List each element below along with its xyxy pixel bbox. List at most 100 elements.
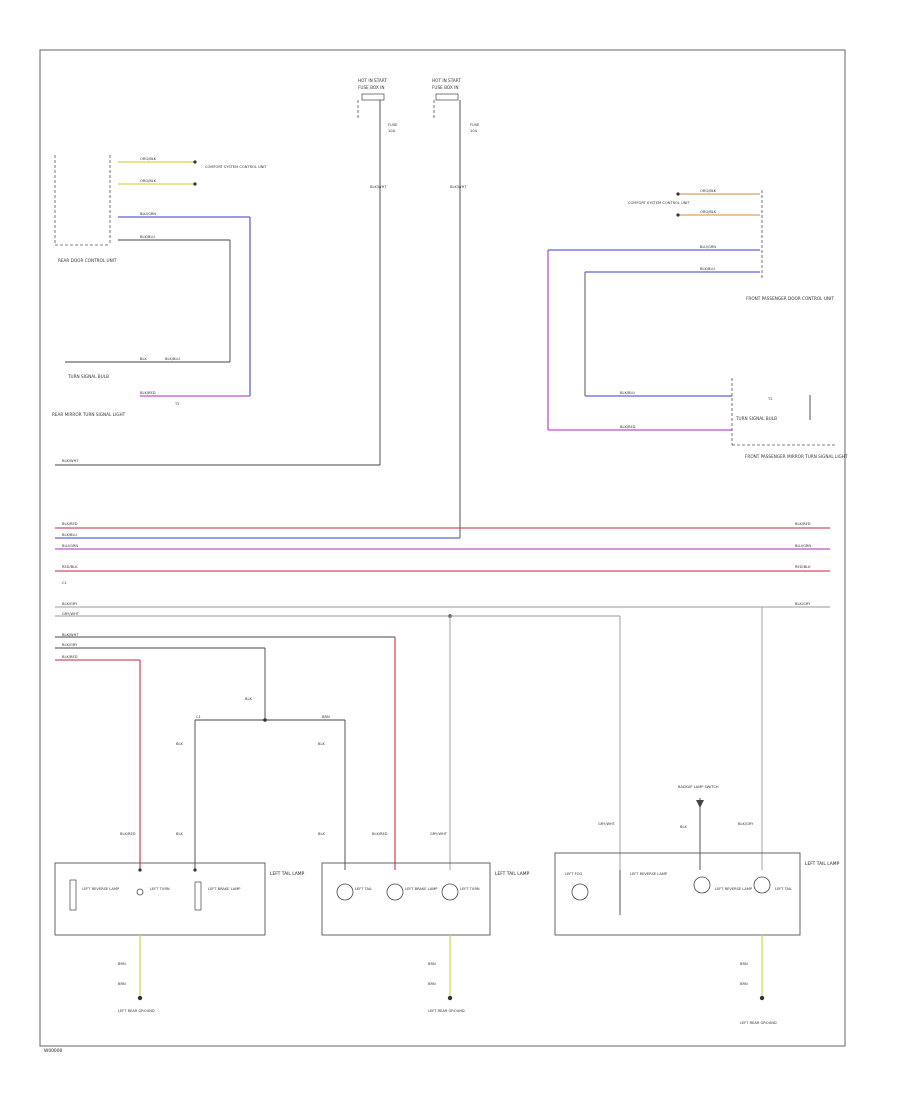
svg-text:BLK/BLU: BLK/BLU xyxy=(140,235,155,239)
svg-text:LEFT TAIL: LEFT TAIL xyxy=(775,887,792,891)
fuse-left-title: HOT IN START xyxy=(358,78,387,83)
svg-text:ORG/BLK: ORG/BLK xyxy=(700,189,717,193)
svg-text:BLK: BLK xyxy=(176,832,183,836)
svg-text:BLU/GRN: BLU/GRN xyxy=(140,212,156,216)
svg-text:BACKUP LAMP SWITCH: BACKUP LAMP SWITCH xyxy=(678,785,719,789)
svg-text:LEFT REVERSE LAMP: LEFT REVERSE LAMP xyxy=(82,887,120,891)
svg-text:ORG/BLK: ORG/BLK xyxy=(140,157,157,161)
svg-text:BLU/GRN: BLU/GRN xyxy=(700,245,716,249)
svg-text:BLK/RED: BLK/RED xyxy=(620,425,636,429)
svg-text:BLU/GRN: BLU/GRN xyxy=(62,544,78,548)
lamp-housing-3: LEFT TAIL LAMP LEFT FOG LEFT REVERSE LAM… xyxy=(554,852,840,936)
svg-text:C1: C1 xyxy=(196,715,201,719)
svg-text:BLK/BLU: BLK/BLU xyxy=(165,357,180,361)
svg-text:ORG/BLK: ORG/BLK xyxy=(700,210,717,214)
svg-text:BLK: BLK xyxy=(680,825,687,829)
svg-text:LEFT TAIL LAMP: LEFT TAIL LAMP xyxy=(495,871,530,877)
svg-text:BRN: BRN xyxy=(322,715,330,719)
svg-text:GRY/WHT: GRY/WHT xyxy=(430,832,448,836)
svg-text:GRY/WHT: GRY/WHT xyxy=(62,612,80,616)
svg-text:LEFT TAIL LAMP: LEFT TAIL LAMP xyxy=(270,871,305,877)
svg-text:TURN SIGNAL BULB: TURN SIGNAL BULB xyxy=(67,374,109,379)
footer-code: W00000 xyxy=(44,1048,63,1054)
svg-text:COMFORT SYSTEM CONTROL UNIT: COMFORT SYSTEM CONTROL UNIT xyxy=(205,165,267,169)
rear-mirror-left-label: REAR MIRROR TURN SIGNAL LIGHT xyxy=(52,412,126,417)
svg-text:BLK/WHT: BLK/WHT xyxy=(62,459,79,463)
svg-text:BLK: BLK xyxy=(245,697,252,701)
svg-text:BLK/GRY: BLK/GRY xyxy=(62,602,78,606)
lower-wiring: BLK/WHT BLK/GRY BLK/RED BLK C1 BRN BLK B… xyxy=(55,607,763,870)
turn-signal-bulb-left: BLK BLK/BLU TURN SIGNAL BULB BLK/RED T2 … xyxy=(52,357,250,417)
fuse-left-sub: FUSE BOX IN xyxy=(358,85,385,90)
svg-text:LEFT REAR GROUND: LEFT REAR GROUND xyxy=(740,1021,777,1025)
svg-text:LEFT REAR GROUND: LEFT REAR GROUND xyxy=(428,1009,465,1013)
fuse-right-sub: FUSE BOX IN xyxy=(432,85,459,90)
svg-text:BLK/BLU: BLK/BLU xyxy=(62,533,77,537)
lamp-housing-2: LEFT TAIL LAMP LEFT TAIL LEFT BRAKE LAMP… xyxy=(321,862,530,936)
svg-text:T2: T2 xyxy=(767,397,772,401)
svg-text:BLU/GRN: BLU/GRN xyxy=(795,544,811,548)
lamp-housing-1: LEFT TAIL LAMP LEFT REVERSE LAMP LEFT TU… xyxy=(54,862,305,936)
svg-text:FUSE: FUSE xyxy=(388,123,398,127)
svg-text:LEFT BRAKE LAMP: LEFT BRAKE LAMP xyxy=(405,887,438,891)
ground-3: BRN BRN LEFT REAR GROUND xyxy=(740,935,777,1025)
svg-text:BLK/BLU: BLK/BLU xyxy=(620,391,635,395)
ground-2: BRN BRN LEFT REAR GROUND xyxy=(428,935,465,1013)
fuse-block-left: HOT IN START FUSE BOX IN FUSE 10A BLK/WH… xyxy=(357,78,398,465)
svg-text:10A: 10A xyxy=(388,129,396,133)
svg-text:RED/BLK: RED/BLK xyxy=(62,565,78,569)
fuse-block-right: HOT IN START FUSE BOX IN FUSE 10A BLK/WH… xyxy=(432,78,480,538)
svg-text:BLK/RED: BLK/RED xyxy=(140,391,156,395)
svg-text:BRN: BRN xyxy=(428,962,436,966)
svg-text:LEFT BRAKE LAMP: LEFT BRAKE LAMP xyxy=(208,887,241,891)
svg-text:C1: C1 xyxy=(62,581,67,585)
svg-text:BRN: BRN xyxy=(428,982,436,986)
svg-text:BLK/WHT: BLK/WHT xyxy=(370,185,387,189)
front-pass-door-label: FRONT PASSENGER DOOR CONTROL UNIT xyxy=(746,296,834,301)
svg-text:BLK/BLU: BLK/BLU xyxy=(700,267,715,271)
front-passenger-door-control: ORG/BLK ORG/BLK COMFORT SYSTEM CONTROL U… xyxy=(547,189,834,430)
svg-text:BLK/RED: BLK/RED xyxy=(62,522,78,526)
svg-text:BRN: BRN xyxy=(118,962,126,966)
svg-text:BRN: BRN xyxy=(740,982,748,986)
svg-text:LEFT TURN: LEFT TURN xyxy=(150,887,170,891)
svg-text:BLK/WHT: BLK/WHT xyxy=(450,185,467,189)
fuse-right-title: HOT IN START xyxy=(432,78,461,83)
svg-text:BLK/WHT: BLK/WHT xyxy=(62,633,79,637)
svg-text:LEFT TURN: LEFT TURN xyxy=(460,887,480,891)
svg-text:BRN: BRN xyxy=(118,982,126,986)
svg-text:LEFT TAIL LAMP: LEFT TAIL LAMP xyxy=(805,861,840,867)
svg-text:GRY/WHT: GRY/WHT xyxy=(598,822,616,826)
svg-text:BLK: BLK xyxy=(318,832,325,836)
svg-text:TURN SIGNAL BULB: TURN SIGNAL BULB xyxy=(735,416,777,421)
rear-door-left-label: REAR DOOR CONTROL UNIT xyxy=(58,258,117,263)
svg-text:LEFT REVERSE LAMP: LEFT REVERSE LAMP xyxy=(715,887,753,891)
svg-text:BLK: BLK xyxy=(140,357,147,361)
bus-wires: BLK/RED BLK/RED BLK/BLU BLU/GRN BLU/GRN … xyxy=(55,522,830,618)
svg-text:T2: T2 xyxy=(174,402,179,406)
front-pass-mirror-label: FRONT PASSENGER MIRROR TURN SIGNAL LIGHT xyxy=(745,454,848,459)
svg-text:BLK/GRY: BLK/GRY xyxy=(738,822,754,826)
turn-signal-bulb-right: BLK/BLU BLK/RED T2 TURN SIGNAL BULB FRON… xyxy=(548,378,848,459)
svg-text:RED/BLK: RED/BLK xyxy=(795,565,811,569)
svg-text:10A: 10A xyxy=(470,129,478,133)
ground-1: BRN BRN LEFT REAR GROUND xyxy=(118,935,155,1013)
svg-text:FUSE: FUSE xyxy=(470,123,480,127)
svg-text:LEFT REVERSE LAMP: LEFT REVERSE LAMP xyxy=(630,872,668,876)
svg-text:BLK/RED: BLK/RED xyxy=(795,522,811,526)
svg-text:BLK/GRY: BLK/GRY xyxy=(795,602,811,606)
svg-text:ORG/BLK: ORG/BLK xyxy=(140,179,157,183)
svg-text:COMFORT SYSTEM CONTROL UNIT: COMFORT SYSTEM CONTROL UNIT xyxy=(628,201,690,205)
svg-text:BLK: BLK xyxy=(176,742,183,746)
svg-text:BLK: BLK xyxy=(318,742,325,746)
svg-text:BRN: BRN xyxy=(740,962,748,966)
svg-text:BLK/RED: BLK/RED xyxy=(62,655,78,659)
backup-lamp-switch: BACKUP LAMP SWITCH BLK xyxy=(678,785,719,870)
svg-text:BLK/GRY: BLK/GRY xyxy=(62,643,78,647)
diagram-frame xyxy=(39,49,846,1047)
svg-text:LEFT REAR GROUND: LEFT REAR GROUND xyxy=(118,1009,155,1013)
svg-text:LEFT TAIL: LEFT TAIL xyxy=(355,887,372,891)
svg-text:BLK/RED: BLK/RED xyxy=(372,832,388,836)
rear-door-control-left: REAR DOOR CONTROL UNIT ORG/BLK ORG/BLK C… xyxy=(54,155,267,396)
